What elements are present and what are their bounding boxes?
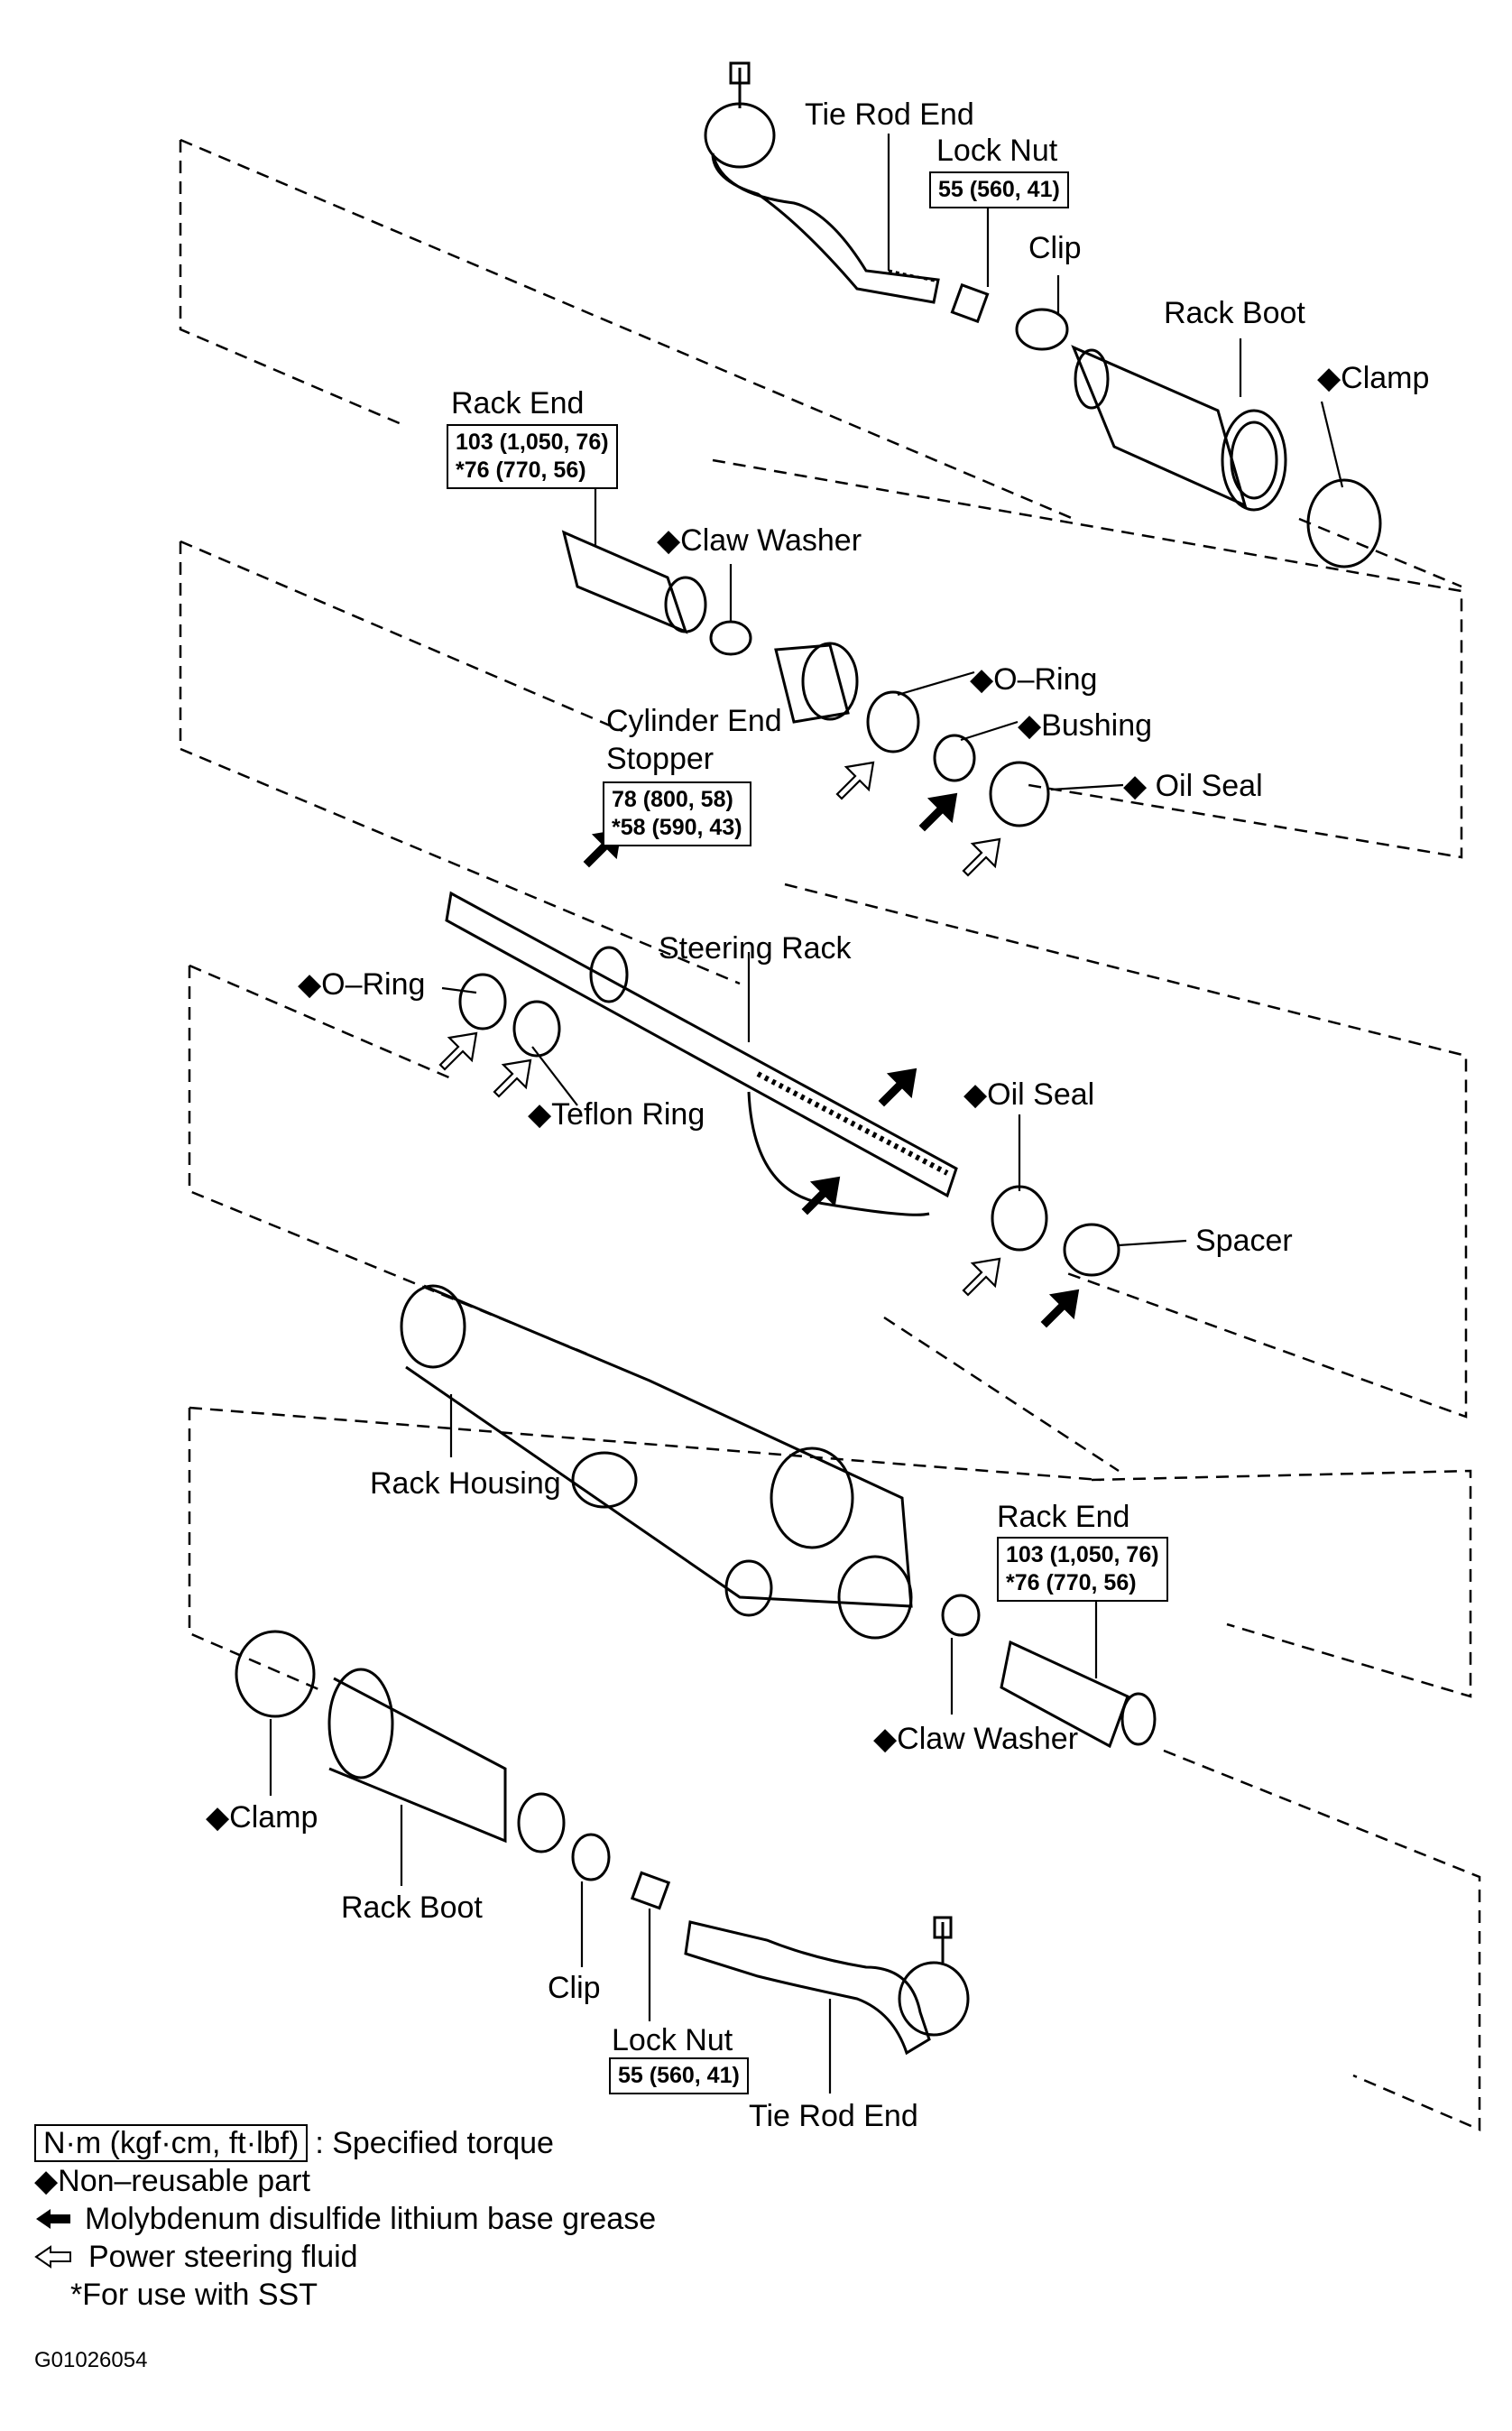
lock-nut-bottom-label: Lock Nut (612, 2023, 733, 2057)
oil-seal-upper-label: ◆ Oil Seal (1123, 769, 1263, 803)
ps-fluid-arrow-2 (962, 837, 1001, 877)
cylinder-torque-2: *58 (590, 43) (612, 815, 742, 840)
legend-unit-desc: : Specified torque (315, 2126, 554, 2160)
clip-bottom-part (571, 1833, 611, 1881)
tie-rod-end-bottom-part (684, 1916, 970, 2056)
o-ring-left-part (458, 973, 507, 1031)
rack-boot-bottom-label: Rack Boot (341, 1890, 483, 1925)
clamp-bottom-label: ◆Clamp (206, 1800, 318, 1835)
rack-end-top-label: Rack End (451, 386, 585, 421)
moly-grease-arrow-5 (1040, 1289, 1080, 1328)
legend-ps-fluid: Power steering fluid (88, 2240, 358, 2274)
clip-top-label: Clip (1028, 231, 1082, 265)
legend-non-reusable-row: ◆Non–reusable part (34, 2162, 656, 2200)
cylinder-torque-1: 78 (800, 58) (612, 787, 733, 812)
dashed-frame-4 (188, 1316, 1481, 2131)
rack-end-bottom-label: Rack End (997, 1500, 1130, 1534)
bushing-label: ◆Bushing (1018, 708, 1153, 743)
cylinder-end-stopper-part (774, 642, 859, 724)
spacer-label: Spacer (1195, 1224, 1293, 1258)
steering-rack-part (445, 891, 958, 1216)
tie-rod-end-top-part (704, 61, 940, 304)
lock-nut-bottom-torque: 55 (560, 41) (618, 2063, 740, 2088)
clamp-top-label: ◆Clamp (1317, 361, 1430, 395)
rack-boot-top-label: Rack Boot (1164, 296, 1305, 330)
rack-boot-bottom-part (327, 1668, 566, 1853)
o-ring-upper-part (866, 690, 920, 753)
o-ring-upper-label: ◆O–Ring (970, 662, 1098, 697)
lock-nut-top-torque: 55 (560, 41) (938, 177, 1060, 202)
legend-torque-row: N·m (kgf·cm, ft·lbf) : Specified torque (34, 2124, 656, 2162)
moly-grease-arrow-2 (918, 792, 958, 832)
rack-end-top-torque-1: 103 (1,050, 76) (456, 430, 609, 455)
figure-code: G01026054 (34, 2348, 148, 2372)
rack-boot-top-part (1071, 345, 1287, 512)
rack-end-top-torque-2: *76 (770, 56) (456, 458, 586, 483)
tie-rod-end-top-label: Tie Rod End (805, 97, 974, 132)
ps-fluid-arrow-3 (438, 1031, 478, 1071)
solid-arrow-icon (36, 2209, 70, 2229)
cylinder-end-stopper-label-2: Stopper (606, 742, 715, 776)
clamp-bottom-part (235, 1630, 316, 1718)
steering-rack-label: Steering Rack (659, 931, 852, 966)
rack-end-bottom-part (1000, 1640, 1157, 1749)
oil-seal-upper-part (989, 761, 1050, 827)
lock-nut-top-label: Lock Nut (936, 134, 1058, 168)
rack-end-top-part (561, 530, 707, 634)
bushing-part (933, 734, 976, 782)
oil-seal-lower-label: ◆Oil Seal (963, 1077, 1095, 1112)
legend-moly-grease: Molybdenum disulfide lithium base grease (85, 2202, 657, 2236)
legend: N·m (kgf·cm, ft·lbf) : Specified torque … (34, 2124, 656, 2314)
lock-nut-top-part (950, 282, 990, 324)
tie-rod-end-bottom-label: Tie Rod End (749, 2099, 918, 2133)
moly-grease-arrow-3 (878, 1068, 917, 1107)
ps-fluid-arrow-5 (962, 1257, 1001, 1297)
ps-fluid-arrow-1 (835, 761, 875, 800)
clip-bottom-label: Clip (548, 1971, 601, 2005)
legend-non-reusable: ◆Non–reusable part (34, 2164, 310, 2198)
teflon-ring-part (512, 1000, 561, 1058)
legend-moly-row: Molybdenum disulfide lithium base grease (34, 2200, 656, 2238)
rack-end-bottom-torque-1: 103 (1,050, 76) (1006, 1542, 1159, 1567)
rack-end-bottom-torque-box: 103 (1,050, 76) *76 (770, 56) (997, 1537, 1168, 1602)
rack-housing-label: Rack Housing (370, 1466, 561, 1501)
o-ring-left-label: ◆O–Ring (298, 967, 426, 1002)
claw-washer-top-part (709, 620, 752, 656)
teflon-ring-label: ◆Teflon Ring (528, 1097, 705, 1132)
oil-seal-lower-part (991, 1185, 1048, 1252)
moly-grease-arrow-4 (801, 1176, 841, 1216)
dashed-frame-2 (179, 458, 1463, 985)
ps-fluid-arrow-4 (493, 1058, 532, 1098)
dashed-frame-3 (188, 883, 1468, 1419)
legend-sst-row: *For use with SST (34, 2276, 656, 2314)
claw-washer-top-label: ◆Claw Washer (657, 523, 862, 558)
lock-nut-bottom-torque-box: 55 (560, 41) (609, 2057, 749, 2094)
lock-nut-top-torque-box: 55 (560, 41) (929, 171, 1069, 208)
legend-sst: *For use with SST (70, 2278, 318, 2312)
clamp-top-part (1306, 478, 1382, 568)
lock-nut-bottom-part (630, 1871, 671, 1910)
rack-housing-part (400, 1284, 913, 1640)
rack-end-bottom-torque-2: *76 (770, 56) (1006, 1570, 1137, 1595)
rack-end-top-torque-box: 103 (1,050, 76) *76 (770, 56) (447, 424, 618, 489)
legend-unit-box: N·m (kgf·cm, ft·lbf) (34, 2124, 309, 2162)
dashed-frame-1 (179, 138, 1074, 521)
legend-ps-fluid-row: Power steering fluid (34, 2238, 656, 2276)
hollow-arrow-icon (34, 2245, 71, 2269)
clip-top-part (1015, 308, 1069, 351)
cylinder-end-torque-box: 78 (800, 58) *58 (590, 43) (603, 781, 751, 846)
spacer-part (1063, 1223, 1120, 1277)
cylinder-end-stopper-label-1: Cylinder End (606, 704, 782, 738)
claw-washer-bottom-part (941, 1594, 981, 1637)
claw-washer-bottom-label: ◆Claw Washer (873, 1722, 1079, 1756)
